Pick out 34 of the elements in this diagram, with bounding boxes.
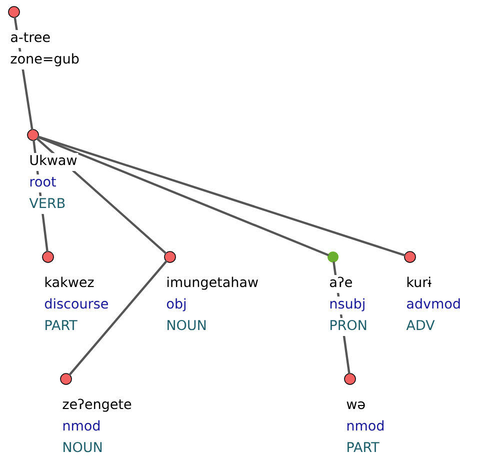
node-label: wə — [345, 396, 367, 415]
tree-node-circle — [164, 251, 176, 263]
node-label: obj — [165, 296, 188, 314]
node-label: aʔe — [328, 274, 354, 293]
node-label: kakwez — [43, 274, 96, 293]
node-label: kurɨ — [405, 274, 432, 293]
node-label: a-tree — [9, 30, 52, 48]
tree-edge — [38, 136, 406, 256]
node-label: nmod — [345, 418, 386, 436]
tree-node-circle — [328, 252, 338, 262]
node-label: VERB — [28, 196, 67, 214]
node-label: discourse — [43, 296, 110, 314]
tree-node-circle — [42, 251, 54, 263]
node-label: ADV — [405, 318, 436, 336]
node-label: nsubj — [328, 296, 367, 314]
tree-node-circle — [8, 6, 20, 18]
node-label: NOUN — [165, 318, 208, 336]
node-label: zone=gub — [9, 52, 80, 70]
node-label: nmod — [61, 418, 102, 436]
node-label: zeʔengete — [61, 396, 133, 415]
node-label: advmod — [405, 296, 462, 314]
node-label: Ukwaw — [28, 153, 78, 171]
node-label: imungetahaw — [165, 274, 260, 293]
node-label: PART — [43, 318, 78, 336]
tree-node-circle — [344, 373, 356, 385]
node-label: PART — [345, 440, 380, 458]
node-label: root — [28, 174, 58, 192]
tree-edge — [37, 136, 329, 256]
tree-edge — [68, 260, 168, 376]
tree-node-circle — [27, 129, 39, 141]
node-label: NOUN — [61, 440, 104, 458]
tree-node-circle — [404, 251, 416, 263]
node-label: PRON — [328, 318, 368, 336]
tree-node-circle — [60, 373, 72, 385]
